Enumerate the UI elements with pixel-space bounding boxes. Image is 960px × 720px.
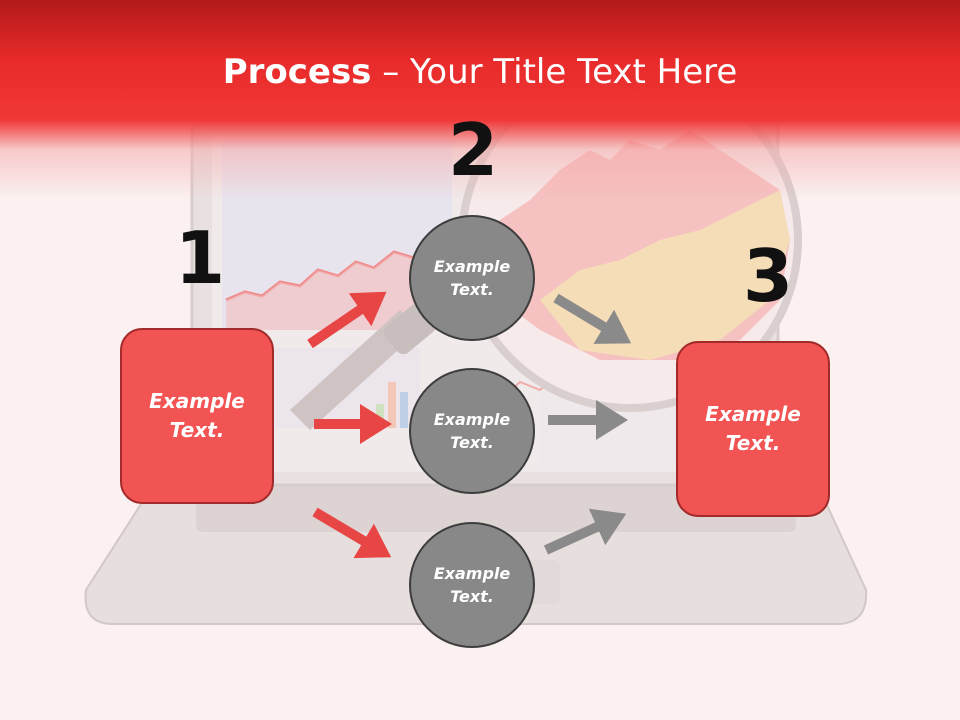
title-bold: Process: [222, 52, 372, 92]
slide-title: Process – Your Title Text Here: [0, 52, 960, 92]
step-number-3: 3: [742, 234, 794, 318]
step-number-2: 2: [447, 108, 499, 192]
arrow-right-icon: [543, 508, 627, 555]
arrow-right-icon: [553, 293, 632, 344]
left-step-box: Example Text.: [120, 328, 274, 504]
process-circle-middle: Example Text.: [409, 368, 535, 494]
arrow-right-icon: [312, 507, 392, 559]
right-step-box: Example Text.: [676, 341, 830, 517]
title-rest: – Your Title Text Here: [371, 52, 738, 92]
process-circle-bottom: Example Text.: [409, 522, 535, 648]
arrow-right-icon: [307, 291, 387, 349]
title-band: [0, 0, 960, 200]
step-number-1: 1: [174, 216, 226, 300]
process-circle-top: Example Text.: [409, 215, 535, 341]
